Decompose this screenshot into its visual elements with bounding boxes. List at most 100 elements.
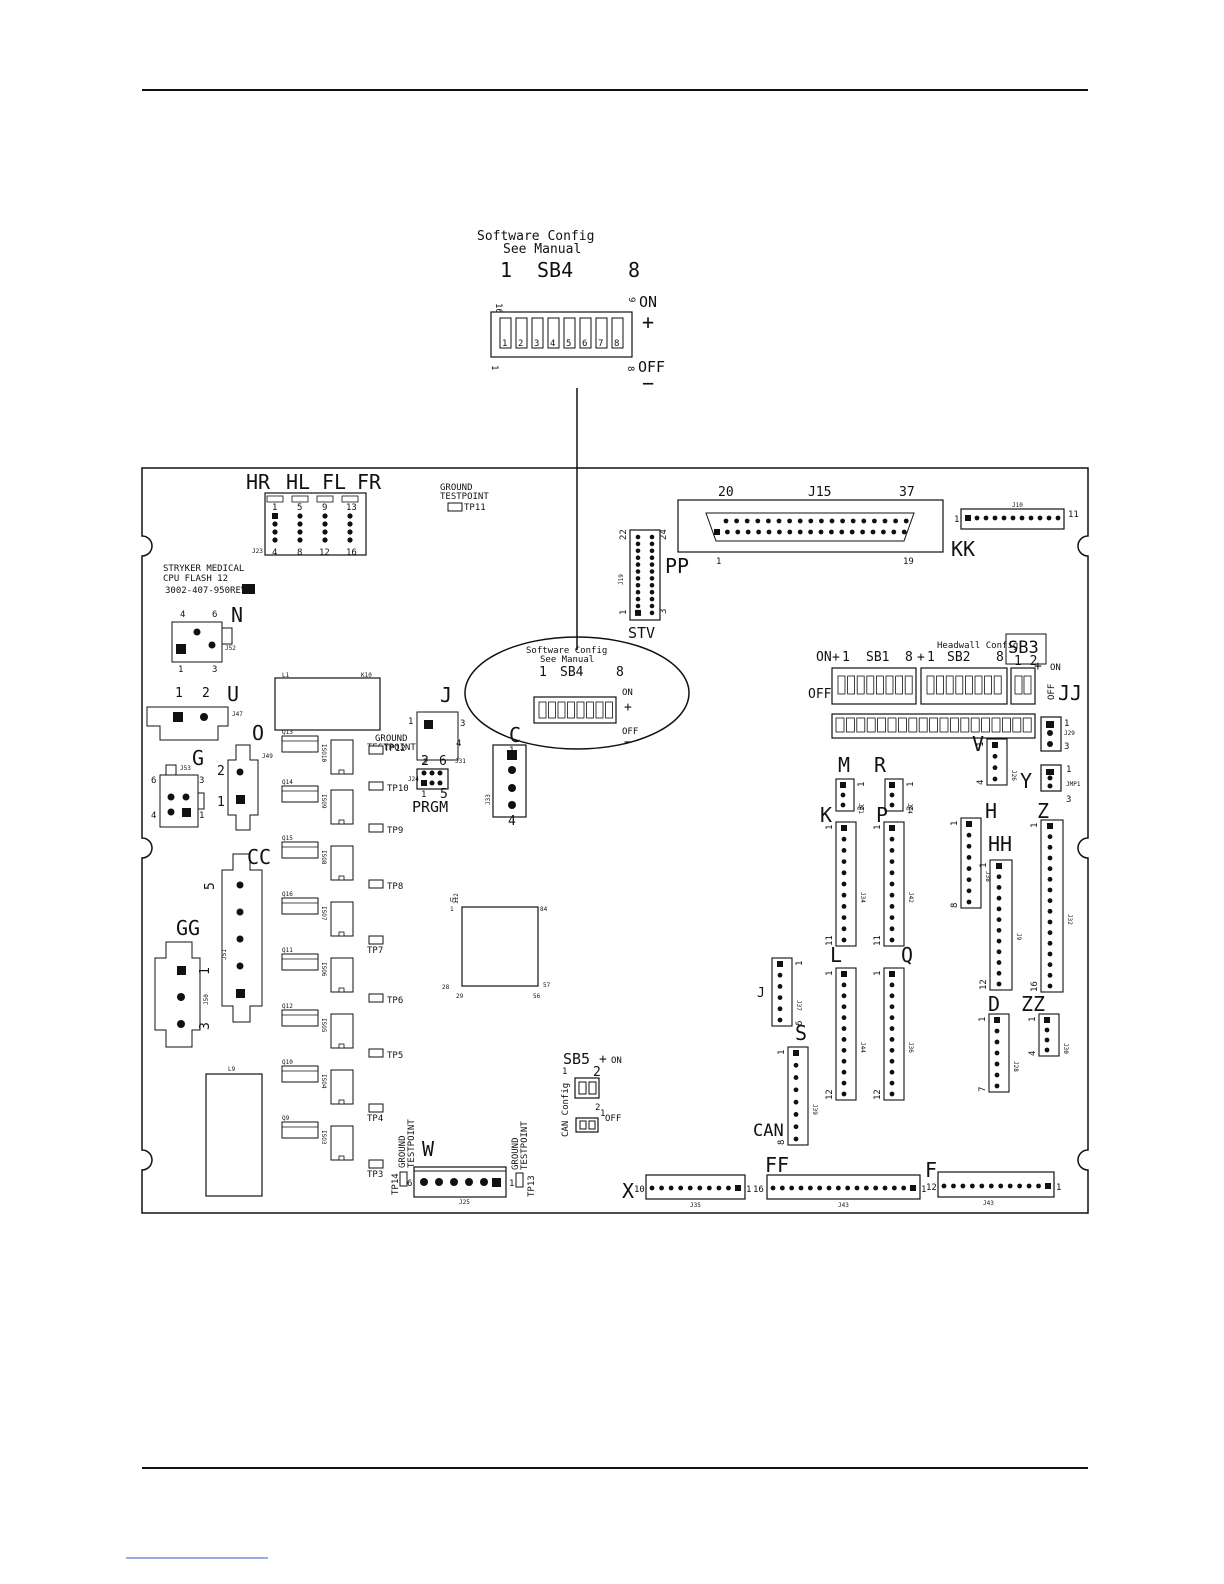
callout-pin1: 1: [489, 365, 499, 370]
h-pin: [966, 877, 972, 883]
iso-body: [330, 1013, 354, 1049]
cc-connector: CC 5 J51: [203, 845, 271, 1023]
callout-title: Software Config: [477, 229, 594, 244]
strip-cell: [939, 717, 949, 733]
f-pins-dot: [941, 1183, 947, 1189]
label-r: R: [874, 753, 887, 777]
ff-pins-dot: [901, 1185, 907, 1191]
sb5-name: SB5: [563, 1050, 590, 1068]
q-transistor: [281, 785, 319, 803]
j15-pin: [839, 529, 845, 535]
n-pin: [208, 641, 216, 649]
hr-pin: [322, 521, 328, 527]
z-pin-bottom: 16: [1030, 981, 1040, 992]
hr-pin: [322, 513, 328, 519]
sb5-switch: SB5 + ON 1 2 1 2 OFF CAN Config: [561, 1050, 622, 1137]
z-pin: [1047, 866, 1053, 872]
z-pin: [1047, 972, 1053, 978]
gnd-tp-line2: TESTPOINT: [440, 492, 489, 502]
l-pin: [841, 1080, 847, 1086]
o-body: [227, 744, 259, 831]
q-label: Q12: [282, 1003, 293, 1010]
f-pin1: 1: [1056, 1183, 1061, 1193]
cc-pin5: 5: [203, 882, 218, 890]
pp-pin: [649, 555, 655, 560]
label-y: Y: [1020, 769, 1032, 793]
s-pin: [793, 1087, 799, 1093]
j10-name: J10: [1012, 502, 1023, 509]
sb1-pin1: 1: [842, 650, 850, 665]
zz-pin-bottom: 4: [1028, 1051, 1038, 1056]
sb4-switch-number: 7: [598, 339, 603, 349]
sb2-slot: [984, 675, 992, 695]
ref-jmp1: JMP1: [1066, 781, 1081, 788]
ff-pins: [770, 1185, 916, 1191]
brand-name: STRYKER MEDICAL: [163, 564, 244, 574]
hh-pin: [996, 895, 1002, 901]
testpoint-label: TP4: [367, 1114, 383, 1124]
jj-pin3: 3: [1064, 742, 1069, 752]
hr-latch: [291, 495, 309, 503]
hh-pin: [996, 906, 1002, 912]
j-body: [416, 711, 459, 761]
testpoint-label: TP5: [387, 1051, 403, 1061]
l-pin: [841, 982, 847, 988]
x-pins-dot: [687, 1185, 693, 1191]
iso-notch: [338, 931, 345, 937]
ref-j31: J31: [455, 758, 466, 765]
hr-pin: [297, 529, 303, 535]
iso-body: [330, 1125, 354, 1161]
p-pin: [889, 859, 895, 864]
gg-pin: [177, 993, 185, 1001]
n-pin4: 4: [180, 610, 185, 620]
l-pin: [841, 993, 847, 999]
g-pin: [182, 793, 190, 801]
sb5-pin2b: 2: [595, 1103, 600, 1113]
ref-j43a: J43: [838, 1202, 849, 1209]
q-label: Q13: [282, 729, 293, 736]
j37-pin: [777, 984, 783, 989]
pp-pin: [649, 548, 655, 554]
sb2-body: [920, 667, 1008, 705]
j10-pin-square: [965, 515, 971, 521]
inductor-l9: [205, 1073, 263, 1197]
inner-switch-slot: [586, 701, 594, 719]
hh-pin: [996, 981, 1002, 987]
f-pin12: 12: [926, 1183, 937, 1193]
pp-pin: [635, 569, 641, 574]
sb2-slot: [955, 675, 964, 695]
sb4-switch-slot: [611, 317, 624, 349]
sb4-switch-number: 3: [534, 339, 539, 349]
j15-pin: [818, 529, 824, 535]
sb2-slot: [965, 675, 973, 695]
cc-body: [221, 853, 263, 1023]
m-pin-bottom: 3: [857, 806, 867, 811]
j15-shell: [705, 512, 915, 542]
j15-pin: [829, 529, 834, 535]
sb1-slot: [856, 675, 865, 695]
zz-ref: J30: [1062, 1043, 1069, 1054]
n-pin6: 6: [212, 610, 217, 620]
n-pin3: 3: [212, 665, 217, 675]
z-pin: [1047, 940, 1053, 946]
board-outline: [141, 467, 1089, 1214]
strip-cell: [1012, 717, 1022, 733]
zz-pin-square: [1044, 1017, 1050, 1023]
ref-j25: J25: [459, 1199, 470, 1206]
ref-j35: J35: [690, 1202, 701, 1209]
hr-pin16: 16: [346, 548, 357, 558]
callout-pin8: 8: [625, 366, 635, 371]
q-transistor: [281, 1065, 319, 1083]
hr-latch: [266, 495, 284, 503]
j10-pin: [1001, 515, 1007, 521]
o-pin1-square: [236, 795, 245, 804]
n-pin1: 1: [178, 665, 183, 675]
iso-notch: [338, 1043, 345, 1049]
sb4-switch-slot: [547, 317, 560, 349]
inner-pin1: 1: [539, 665, 547, 680]
inner-switch-slot: [557, 701, 566, 719]
sb3-slot: [1014, 675, 1023, 695]
j10-pin: [983, 515, 989, 521]
jj-pin: [1046, 721, 1054, 728]
tp13-pad: [515, 1172, 524, 1188]
